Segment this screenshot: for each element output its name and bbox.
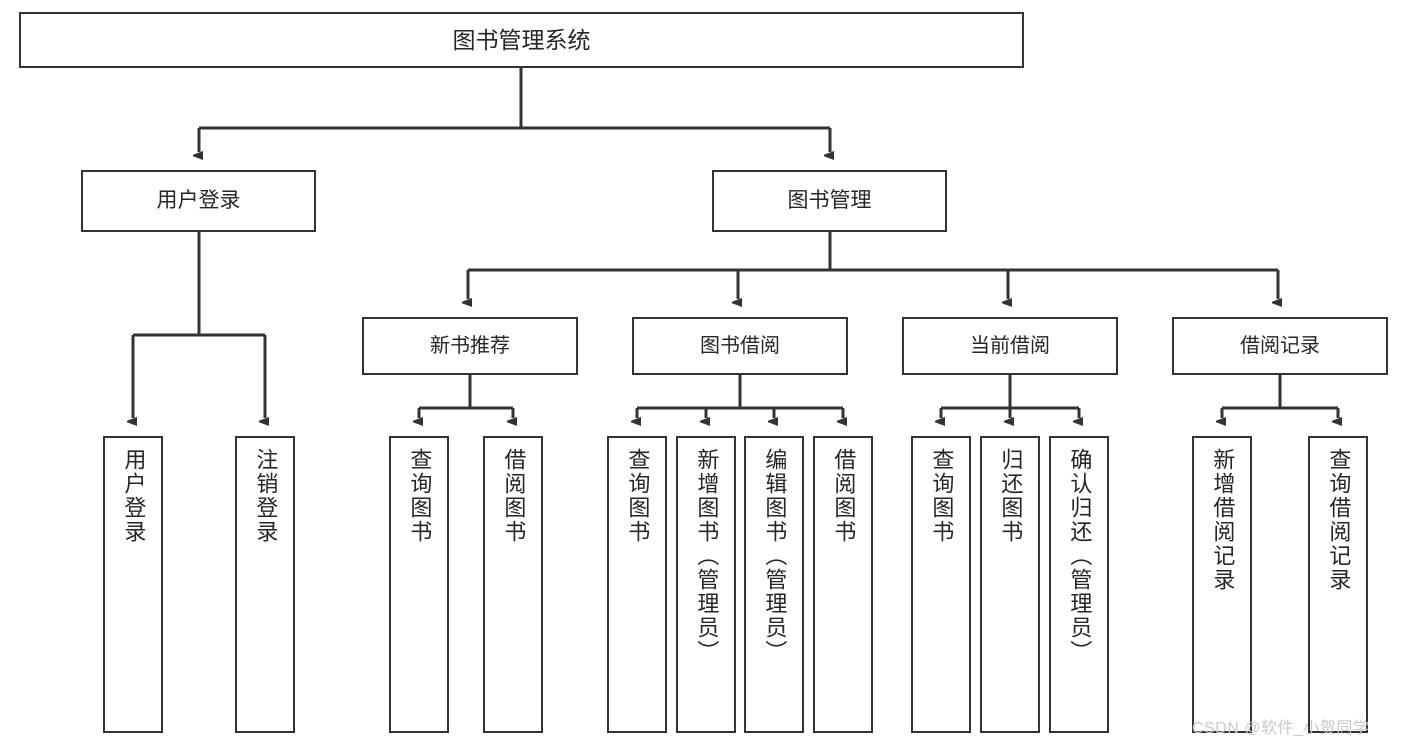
node-borrow[interactable]: 图书借阅 bbox=[632, 317, 848, 375]
node-leaf-borrow-book-2[interactable]: 借阅图书 bbox=[813, 436, 873, 733]
node-leaf-logout[interactable]: 注销登录 bbox=[235, 436, 295, 733]
node-record-label: 借阅记录 bbox=[1240, 334, 1320, 357]
node-leaf-confirm-return[interactable]: 确认归还（管理员） bbox=[1049, 436, 1109, 733]
node-leaf-user-login-label: 用户登录 bbox=[121, 448, 147, 544]
node-leaf-borrow-book-1[interactable]: 借阅图书 bbox=[483, 436, 543, 733]
node-leaf-confirm-return-label: 确认归还（管理员） bbox=[1067, 448, 1093, 664]
node-leaf-query-record[interactable]: 查询借阅记录 bbox=[1308, 436, 1368, 733]
node-leaf-borrow-book-1-label: 借阅图书 bbox=[501, 448, 527, 544]
node-leaf-add-record[interactable]: 新增借阅记录 bbox=[1192, 436, 1252, 733]
node-book-manage[interactable]: 图书管理 bbox=[712, 170, 947, 232]
node-user-login-label: 用户登录 bbox=[156, 188, 241, 212]
node-new-book-label: 新书推荐 bbox=[430, 334, 510, 357]
node-leaf-return-book-label: 归还图书 bbox=[998, 448, 1024, 544]
node-leaf-add-book[interactable]: 新增图书（管理员） bbox=[676, 436, 736, 733]
node-root[interactable]: 图书管理系统 bbox=[19, 12, 1024, 68]
node-leaf-query-book-3-label: 查询图书 bbox=[929, 448, 955, 544]
watermark-text: CSDN @软件_小贺同学 bbox=[1192, 720, 1370, 737]
node-leaf-edit-book-label: 编辑图书（管理员） bbox=[762, 448, 788, 664]
node-leaf-add-book-label: 新增图书（管理员） bbox=[694, 448, 720, 664]
node-leaf-query-record-label: 查询借阅记录 bbox=[1326, 448, 1352, 592]
node-leaf-query-book-1[interactable]: 查询图书 bbox=[389, 436, 449, 733]
node-leaf-query-book-1-label: 查询图书 bbox=[407, 448, 433, 544]
node-leaf-query-book-2[interactable]: 查询图书 bbox=[607, 436, 667, 733]
node-leaf-add-record-label: 新增借阅记录 bbox=[1210, 448, 1236, 592]
node-book-manage-label: 图书管理 bbox=[787, 188, 872, 212]
node-leaf-query-book-2-label: 查询图书 bbox=[625, 448, 651, 544]
node-leaf-return-book[interactable]: 归还图书 bbox=[980, 436, 1040, 733]
node-new-book[interactable]: 新书推荐 bbox=[362, 317, 578, 375]
node-leaf-logout-label: 注销登录 bbox=[253, 448, 279, 544]
node-leaf-user-login[interactable]: 用户登录 bbox=[103, 436, 163, 733]
node-borrow-label: 图书借阅 bbox=[700, 334, 780, 357]
node-leaf-borrow-book-2-label: 借阅图书 bbox=[831, 448, 857, 544]
node-current-label: 当前借阅 bbox=[970, 334, 1050, 357]
node-leaf-query-book-3[interactable]: 查询图书 bbox=[911, 436, 971, 733]
node-current[interactable]: 当前借阅 bbox=[902, 317, 1118, 375]
node-root-label: 图书管理系统 bbox=[452, 26, 591, 53]
node-leaf-edit-book[interactable]: 编辑图书（管理员） bbox=[744, 436, 804, 733]
node-user-login[interactable]: 用户登录 bbox=[81, 170, 316, 232]
node-record[interactable]: 借阅记录 bbox=[1172, 317, 1388, 375]
